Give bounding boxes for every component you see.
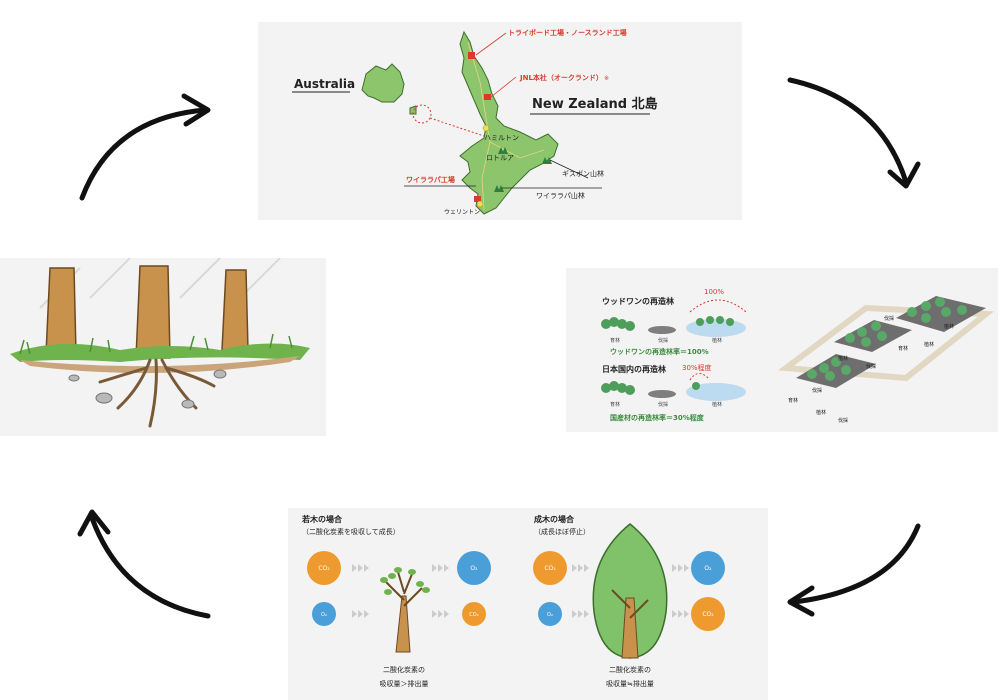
mature-co2-out-label: CO₂: [702, 611, 714, 618]
mature-co2-out-circle: [691, 597, 725, 631]
young-caption-2: 吸収量＞排出量: [380, 679, 429, 688]
forest-marker-gisborne: [542, 157, 552, 164]
forest-marker-wairarapa: [494, 185, 504, 192]
label-hamilton: ハミルトン: [484, 134, 519, 142]
stage-plant-1: 植林: [712, 337, 722, 344]
iso-label-6: 伐採: [812, 387, 822, 394]
iso-label-7: 育林: [788, 397, 798, 404]
young-co2-in-circle: [307, 551, 341, 585]
mature-tree-illustration: [592, 523, 668, 659]
reforestation-diagram: ウッドワンの再造林 100% 育林 伐採 植林 ウッドワンの再造林率＝100% …: [601, 288, 995, 424]
arrow-bottom-right: [791, 523, 921, 605]
label-wairarapa-factory: ワイララパ工場: [406, 175, 455, 184]
north-island-shape: [459, 30, 559, 215]
map-panel: Australia New Zealand 北島 トライボード工場・ノースランド…: [258, 22, 742, 220]
australia-shape: [361, 63, 405, 103]
rate-japan: 国産材の再造林率＝30%程度: [610, 413, 705, 422]
woodone-plant-area: [686, 319, 746, 337]
tree-trunk-left: [45, 267, 77, 355]
co2-absorption-panel: 若木の場合 （二酸化炭素を吸収して成長） 成木の場合 （成長ほぼ停止） CO₂ …: [288, 508, 768, 700]
young-subtitle: （二酸化炭素を吸収して成長）: [302, 527, 400, 536]
forest-floor-illustration: [10, 258, 310, 428]
reforestation-panel: ウッドワンの再造林 100% 育林 伐採 植林 ウッドワンの再造林率＝100% …: [566, 268, 998, 432]
label-trybord-factory: トライボード工場・ノースランド工場: [508, 28, 627, 37]
iso-label-8: 植林: [816, 409, 826, 416]
mature-o2-in-circle: [538, 602, 562, 626]
young-o2-in-circle: [312, 602, 336, 626]
mature-subtitle: （成長ほぼ停止）: [534, 527, 590, 536]
factory-marker-jnl: [484, 94, 491, 100]
arrow-top-left: [79, 107, 208, 201]
pct-100: 100%: [704, 288, 724, 296]
mature-co2-in-circle: [533, 551, 567, 585]
mature-o2-out-circle: [691, 551, 725, 585]
title-woodone-reforest: ウッドワンの再造林: [602, 296, 674, 306]
stage-grow-2: 育林: [610, 401, 620, 408]
mature-o2-out-label: O₂: [704, 565, 712, 572]
label-gisborne-forest: ギスボン山林: [562, 169, 604, 178]
iso-label-3: 伐採: [866, 363, 876, 370]
title-japan-reforest: 日本国内の再造林: [602, 364, 666, 374]
stage-plant-2: 植林: [712, 401, 722, 408]
iso-label-2: 植林: [838, 355, 848, 362]
iso-label-1: 植林: [944, 323, 954, 330]
stage-cut-1: 伐採: [658, 337, 668, 344]
woodone-grow-trees: [601, 317, 635, 331]
iso-label-9: 伐採: [838, 417, 848, 424]
co2-diagram: 若木の場合 （二酸化炭素を吸収して成長） 成木の場合 （成長ほぼ停止） CO₂ …: [301, 514, 725, 688]
stage-grow-1: 育林: [610, 337, 620, 344]
tree-trunk-right: [221, 269, 249, 351]
label-new-zealand: New Zealand 北島: [532, 96, 658, 112]
rate-woodone: ウッドワンの再造林率＝100%: [610, 347, 709, 356]
label-wellington: ウェリントン: [444, 208, 480, 216]
mature-title: 成木の場合: [534, 514, 575, 524]
arrowhead-bottom-right: [787, 585, 815, 617]
young-o2-out-circle: [457, 551, 491, 585]
pct-30: 30%程度: [682, 363, 712, 372]
label-jnl-hq: JNL本社（オークランド）: [519, 73, 603, 82]
iso-forest-cycle: [777, 296, 995, 388]
label-wairarapa-forest: ワイララパ山林: [536, 191, 585, 200]
young-chevrons: [352, 564, 449, 618]
stage-cut-2: 伐採: [658, 401, 668, 408]
nz-map: Australia New Zealand 北島 トライボード工場・ノースランド…: [292, 28, 658, 216]
arrow-top-right: [787, 77, 909, 185]
label-rotorua: ロトルア: [486, 154, 514, 162]
factory-marker-wairarapa: [474, 196, 481, 202]
woodone-cut-area: [648, 326, 676, 334]
young-o2-out-label: O₂: [470, 565, 478, 572]
label-australia: Australia: [294, 77, 355, 91]
young-co2-out-circle: [462, 602, 486, 626]
mature-chevrons: [572, 564, 689, 618]
factory-marker-trybord: [468, 52, 475, 59]
arrowhead-bottom-left: [77, 509, 111, 537]
mature-co2-in-label: CO₂: [544, 565, 556, 572]
iso-label-0: 伐採: [884, 315, 894, 322]
mature-caption-1: 二酸化炭素の: [609, 665, 651, 674]
arrow-bottom-left: [89, 515, 211, 619]
forest-marker-rotorua: [498, 147, 508, 154]
young-tree-illustration: [380, 567, 430, 653]
iso-label-4: 育林: [898, 345, 908, 352]
forest-floor-panel: [0, 258, 326, 436]
young-o2-in-label: O₂: [321, 612, 327, 618]
young-co2-in-label: CO₂: [318, 565, 330, 572]
arrowhead-top-left: [181, 93, 211, 127]
arrowhead-top-right: [887, 161, 921, 189]
label-jnl-note: ※: [604, 75, 609, 82]
japan-plant-area: [686, 383, 746, 401]
japan-cut-area: [648, 390, 676, 398]
mature-o2-in-label: O₂: [547, 612, 553, 618]
young-caption-1: 二酸化炭素の: [383, 665, 425, 674]
japan-grow-trees: [601, 381, 635, 395]
iso-label-5: 植林: [924, 341, 934, 348]
mature-caption-2: 吸収量≒排出量: [606, 679, 654, 688]
tree-trunk-center: [135, 265, 171, 359]
young-co2-out-label: CO₂: [469, 612, 478, 618]
young-title: 若木の場合: [301, 514, 343, 524]
